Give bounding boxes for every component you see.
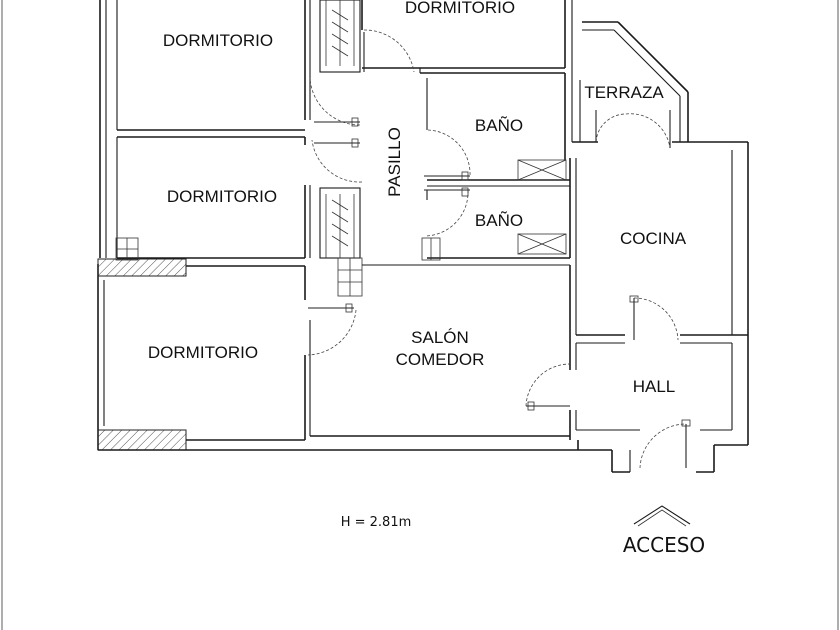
banos-walls [420, 72, 571, 261]
access-chevron-icon [633, 505, 691, 527]
left-exterior-wall [97, 0, 118, 450]
closet-1 [319, 0, 361, 73]
dormitorio-1-walls [117, 0, 311, 131]
closet-2 [319, 187, 361, 259]
access-label: ACCESO [623, 533, 705, 557]
label-pasillo: PASILLO [385, 127, 404, 197]
label-dormitorio-4: DORMITORIO [405, 0, 515, 17]
label-bano-2: BAÑO [475, 211, 523, 230]
dormitorio-2-walls [115, 136, 311, 261]
label-salon: SALÓN [411, 328, 469, 347]
shaft-pasillo [337, 257, 363, 297]
label-dormitorio-2: DORMITORIO [167, 187, 277, 206]
dormitorio-3-walls [98, 265, 578, 451]
label-dormitorio-3: DORMITORIO [148, 343, 258, 362]
door-bano-2 [424, 187, 470, 237]
label-dormitorio-1: DORMITORIO [163, 31, 273, 50]
label-terraza: TERRAZA [584, 83, 664, 102]
hatched-wall-top [97, 258, 187, 277]
door-dormitorio-1 [309, 77, 361, 127]
salon-walls [310, 264, 579, 450]
label-comedor: COMEDOR [396, 350, 485, 369]
door-dormitorio-2 [311, 138, 363, 183]
label-cocina: COCINA [620, 229, 687, 248]
hatched-wall-bottom [97, 429, 187, 451]
dormitorio-4-walls [361, 0, 573, 73]
label-hall: HALL [633, 377, 676, 396]
door-dormitorio-3 [307, 303, 357, 356]
ceiling-height-note: H = 2.81m [341, 515, 412, 530]
door-terraza [595, 110, 671, 149]
hall-walls [575, 335, 749, 473]
door-entrada [639, 419, 691, 469]
terraza-walls [571, 21, 689, 142]
cocina-walls [572, 141, 749, 344]
door-bano-1 [424, 129, 471, 181]
door-salon-hall [525, 363, 571, 411]
door-cocina [629, 295, 679, 341]
door-dormitorio-4 [363, 29, 415, 73]
label-bano-1: BAÑO [475, 116, 523, 135]
